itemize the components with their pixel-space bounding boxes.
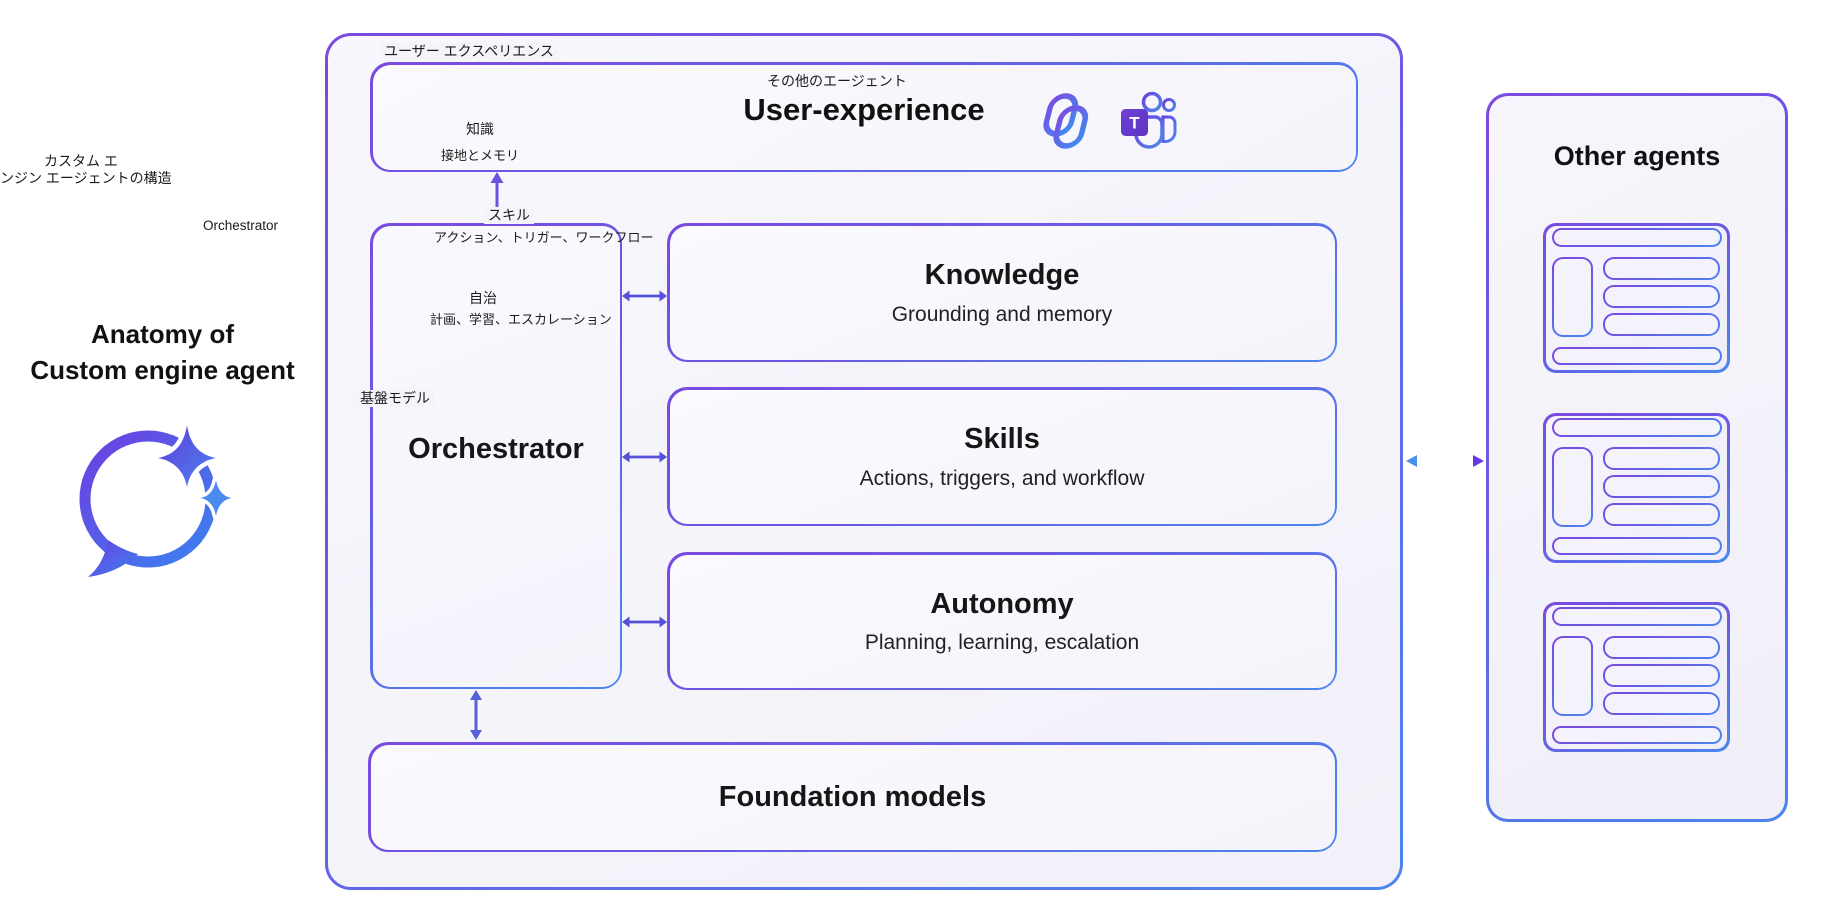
agent-card-row bbox=[1603, 257, 1720, 280]
user-experience-title: User-experience bbox=[743, 92, 985, 127]
agent-card-footer-bar bbox=[1552, 537, 1722, 555]
jp-user-experience-label: ユーザー エクスペリエンス bbox=[380, 43, 558, 60]
skills-title: Skills bbox=[964, 423, 1040, 455]
jp-autonomy-sub-label: 計画、学習、エスカレーション bbox=[430, 312, 612, 327]
teams-letter: T bbox=[1129, 114, 1140, 133]
user-experience-box: User-experience bbox=[370, 62, 1358, 172]
agent-card-sidebar bbox=[1552, 257, 1593, 337]
teams-icon: T bbox=[1121, 91, 1177, 149]
autonomy-box: Autonomy Planning, learning, escalation bbox=[667, 552, 1337, 690]
agent-card-row bbox=[1603, 664, 1720, 687]
orchestrator-title: Orchestrator bbox=[408, 433, 584, 465]
jp-other-agents-label: その他のエージェント bbox=[767, 73, 907, 89]
agent-card-row bbox=[1603, 313, 1720, 336]
skills-subtitle: Actions, triggers, and workflow bbox=[859, 466, 1145, 490]
arrow-orchestrator-knowledge-icon bbox=[622, 290, 667, 302]
teams-head-icon bbox=[1141, 91, 1163, 113]
agent-window-icon bbox=[1543, 223, 1730, 373]
jp-autonomy-label: 自治 bbox=[469, 290, 497, 306]
jp-skills-label: スキル bbox=[484, 207, 534, 224]
agent-card-footer-bar bbox=[1552, 726, 1722, 744]
page-title-line2: Custom engine agent bbox=[30, 355, 295, 385]
arrow-orchestrator-foundation-icon bbox=[470, 690, 482, 740]
agent-card-footer-bar bbox=[1552, 347, 1722, 365]
autonomy-title: Autonomy bbox=[930, 587, 1074, 620]
agent-card-sidebar bbox=[1552, 447, 1593, 527]
agent-card-sidebar bbox=[1552, 636, 1593, 716]
skills-box: Skills Actions, triggers, and workflow bbox=[667, 387, 1337, 526]
arrow-orchestrator-skills-icon bbox=[622, 451, 667, 463]
agent-card-row bbox=[1603, 692, 1720, 715]
page-title-line1: Anatomy of bbox=[91, 319, 234, 349]
orchestrator-box: Orchestrator bbox=[370, 223, 622, 689]
jp-foundation-label: 基盤モデル bbox=[356, 390, 434, 407]
agent-window-icon bbox=[1543, 413, 1730, 563]
other-agents-title: Other agents bbox=[1553, 141, 1721, 171]
knowledge-title: Knowledge bbox=[924, 259, 1080, 291]
knowledge-box: Knowledge Grounding and memory bbox=[667, 223, 1337, 362]
jp-skills-sub-label: アクション、トリガー、ワークフロー bbox=[434, 230, 654, 245]
jp-wrapped-title-line1: カスタム エ bbox=[44, 153, 118, 169]
arrow-container-other-agents-icon bbox=[1406, 455, 1484, 467]
orchestrator-small-label: Orchestrator bbox=[203, 218, 279, 233]
jp-knowledge-label: 知識 bbox=[466, 121, 494, 137]
agent-card-row bbox=[1603, 636, 1720, 659]
agent-card-header-bar bbox=[1552, 228, 1722, 247]
chat-sparkle-icon bbox=[79, 420, 236, 577]
agent-card-row bbox=[1603, 503, 1720, 526]
jp-wrapped-title: カスタム エ ンジン エージェントの構造 bbox=[0, 153, 172, 187]
arrow-orchestrator-ux-icon bbox=[490, 172, 504, 211]
foundation-models-title: Foundation models bbox=[718, 780, 987, 813]
agent-card-row bbox=[1603, 447, 1720, 470]
agent-card-row bbox=[1603, 285, 1720, 308]
page-title: Anatomy of Custom engine agent bbox=[5, 316, 320, 388]
agent-window-icon bbox=[1543, 602, 1730, 752]
foundation-models-box: Foundation models bbox=[368, 742, 1337, 852]
teams-small-head-icon bbox=[1162, 98, 1176, 112]
jp-wrapped-title-line2: ンジン エージェントの構造 bbox=[0, 169, 172, 186]
autonomy-subtitle: Planning, learning, escalation bbox=[864, 631, 1140, 655]
arrow-orchestrator-autonomy-icon bbox=[622, 616, 667, 628]
agent-card-header-bar bbox=[1552, 607, 1722, 626]
copilot-icon bbox=[1043, 93, 1089, 149]
agent-card-header-bar bbox=[1552, 418, 1722, 437]
jp-knowledge-sub-label: 接地とメモリ bbox=[441, 148, 520, 163]
knowledge-subtitle: Grounding and memory bbox=[891, 302, 1113, 326]
agent-card-row bbox=[1603, 475, 1720, 498]
